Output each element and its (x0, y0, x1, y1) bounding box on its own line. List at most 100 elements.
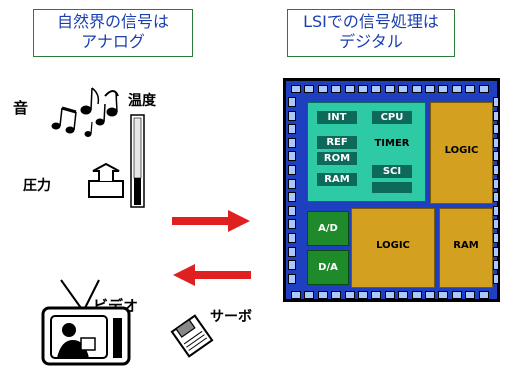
bond-pad (288, 273, 296, 284)
bond-pad (288, 165, 296, 175)
bond-pad (398, 291, 409, 299)
analog-to-digital-arrow (172, 210, 250, 232)
bond-pad (288, 246, 296, 257)
bond-pad (288, 178, 296, 189)
bond-pad (438, 85, 449, 93)
analog-title-line2: アナログ (81, 32, 145, 51)
bond-pad (465, 291, 476, 299)
bond-pad (288, 192, 296, 203)
digital-to-analog-arrow (173, 264, 251, 286)
chip-rom-label: ROM (323, 153, 351, 164)
bond-pad (344, 85, 355, 93)
chip-logic-top-block: LOGIC (430, 102, 493, 204)
floppy-disk-icon (170, 314, 214, 358)
chip-ram-big-label: RAM (453, 240, 479, 251)
bond-pad (291, 85, 301, 93)
music-notes-icon (51, 87, 119, 137)
bond-pad (291, 291, 301, 299)
chip-cpu-label: CPU (380, 112, 404, 123)
bond-pad (371, 85, 382, 93)
bond-pad (398, 85, 409, 93)
bond-pad (304, 291, 315, 299)
bond-pad (304, 85, 315, 93)
bond-pad (478, 85, 489, 93)
chip-da-block: D/A (307, 250, 349, 285)
bond-pad (438, 291, 449, 299)
bond-pad (317, 85, 328, 93)
bond-pad (493, 110, 499, 121)
bond-pad (344, 291, 355, 299)
pressure-gauge-icon (88, 163, 124, 198)
bond-pad (493, 165, 499, 175)
bond-pad (493, 137, 499, 148)
bond-pad (478, 291, 489, 299)
analog-title-line1: 自然界の信号は (56, 12, 169, 31)
bond-pad (493, 260, 499, 271)
bond-pad (317, 291, 328, 299)
chip-logic-bottom-label: LOGIC (376, 240, 410, 251)
bond-pad (493, 233, 499, 243)
chip-timer-block: TIMER (369, 137, 415, 151)
digital-title-line1: LSIでの信号処理は (303, 12, 439, 31)
bond-pad (411, 291, 422, 299)
bond-pad (288, 97, 296, 107)
bond-pad (288, 110, 296, 121)
chip-unlabeled-block (372, 182, 412, 193)
bond-pad (358, 291, 368, 299)
chip-ad-label: A/D (318, 223, 338, 234)
bond-pad (493, 273, 499, 284)
bond-pad (493, 192, 499, 203)
bond-pad (288, 151, 296, 162)
bond-pad (425, 291, 435, 299)
bond-pad (411, 85, 422, 93)
thermometer-icon (130, 114, 145, 208)
bond-pad (288, 219, 296, 230)
chip-ref-block: REF (317, 136, 357, 149)
bond-pad (288, 205, 296, 216)
bond-pad (358, 85, 368, 93)
bond-pad (493, 246, 499, 257)
chip-logic-bottom-block: LOGIC (351, 208, 435, 288)
chip-da-label: D/A (318, 262, 338, 273)
bond-pad (493, 178, 499, 189)
bond-pad (288, 124, 296, 135)
bond-pad (288, 233, 296, 243)
chip-int-block: INT (317, 111, 357, 124)
bond-pad (384, 85, 395, 93)
bond-pad (493, 151, 499, 162)
bond-pad (493, 205, 499, 216)
chip-ram-small-label: RAM (324, 174, 350, 185)
bond-pad (288, 137, 296, 148)
chip-ram-big-block: RAM (439, 208, 493, 288)
chip-ref-label: REF (326, 137, 348, 148)
bond-pad (331, 85, 342, 93)
sound-label: 音 (13, 99, 29, 117)
chip-ram-small-block: RAM (317, 173, 357, 186)
bond-pad (493, 97, 499, 107)
bond-pad (493, 219, 499, 230)
chip-rom-block: ROM (317, 152, 357, 165)
chip-ad-block: A/D (307, 211, 349, 246)
television-icon (41, 279, 131, 366)
bond-pad (425, 85, 435, 93)
bond-pad (384, 291, 395, 299)
bond-pad (465, 85, 476, 93)
chip-int-label: INT (327, 112, 347, 123)
chip-timer-label: TIMER (374, 138, 410, 149)
digital-title-box: LSIでの信号処理は デジタル (287, 9, 455, 57)
chip-cpu-block: CPU (372, 111, 412, 124)
temperature-label: 温度 (128, 93, 156, 109)
servo-label: サーボ (210, 309, 252, 325)
pressure-label: 圧力 (23, 178, 51, 194)
digital-title-line2: デジタル (339, 32, 403, 51)
bond-pad (288, 260, 296, 271)
bond-pad (451, 85, 462, 93)
bond-pad (371, 291, 382, 299)
bond-pad (451, 291, 462, 299)
chip-sci-block: SCI (372, 165, 412, 178)
analog-title-box: 自然界の信号は アナログ (33, 9, 193, 57)
bond-pad (331, 291, 342, 299)
chip-logic-top-label: LOGIC (444, 145, 479, 156)
bond-pad (493, 124, 499, 135)
chip-sci-label: SCI (382, 166, 402, 177)
